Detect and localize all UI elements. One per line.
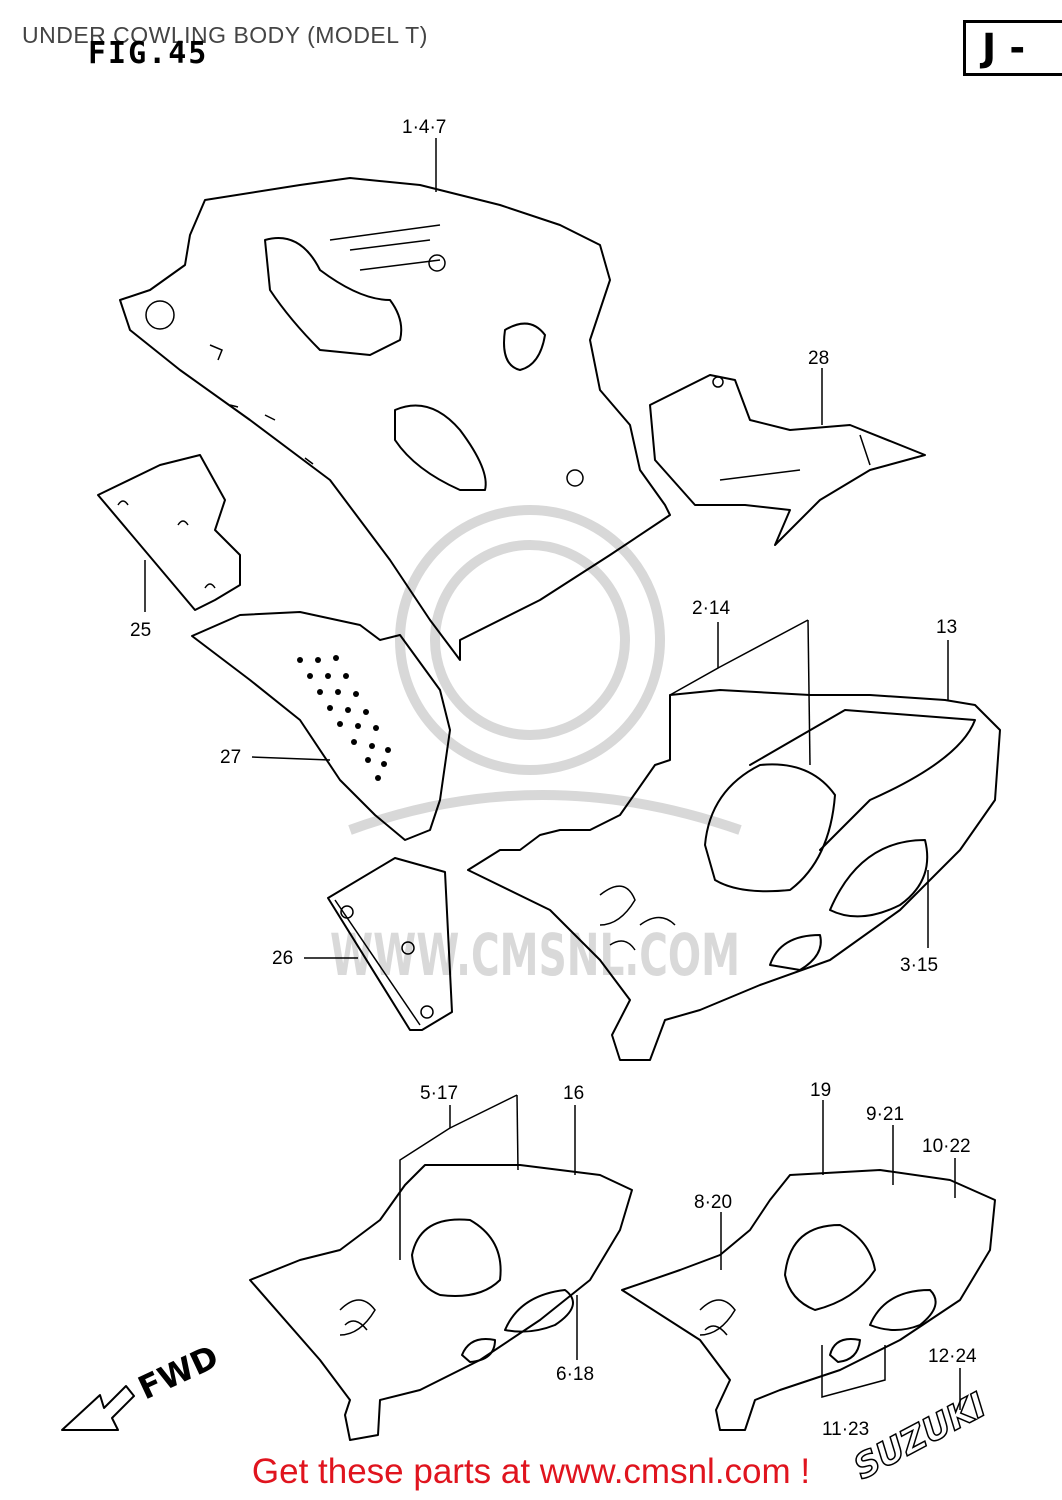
part-lower-cowl-left[interactable] [249, 1164, 633, 1441]
callout-25: 25 [130, 620, 151, 641]
callout-12-24: 12·24 [928, 1346, 977, 1367]
fwd-arrow: FWD [61, 1337, 224, 1431]
callout-9-21: 9·21 [866, 1104, 904, 1125]
callout-19: 19 [810, 1080, 831, 1101]
callout-6-18: 6·18 [556, 1364, 594, 1385]
part-27-vented-panel[interactable] [191, 611, 451, 841]
callout-8-20: 8·20 [694, 1192, 732, 1213]
callout-3-15: 3·15 [900, 955, 938, 976]
part-lower-cowl-right[interactable] [621, 1169, 996, 1431]
fwd-label: FWD [132, 1337, 224, 1407]
callout-16: 16 [563, 1083, 584, 1104]
part-lower-cowl-main[interactable] [467, 689, 1001, 1061]
part-28-bracket[interactable] [649, 374, 926, 546]
figure-number: FIG.45 [88, 36, 209, 71]
part-side-cowl-upper[interactable] [119, 177, 671, 661]
watermark-text: WWW.CMSNL.COM [330, 921, 740, 989]
footer-link-text[interactable]: Get these parts at www.cmsnl.com ! [251, 1452, 811, 1491]
part-25-panel[interactable] [97, 454, 241, 611]
part-26-plate[interactable] [327, 857, 453, 1031]
callout-labels: 1·4·7 28 25 2·14 13 27 26 3·15 5·17 16 1… [130, 117, 977, 1440]
page-title: UNDER COWLING BODY (MODEL T) [22, 22, 428, 48]
callout-26: 26 [272, 948, 293, 969]
callout-1-4-7: 1·4·7 [402, 117, 446, 138]
section-code-box: J - [963, 20, 1062, 76]
callout-2-14: 2·14 [692, 598, 730, 619]
callout-11-23: 11·23 [822, 1419, 869, 1440]
callout-10-22: 10·22 [922, 1136, 971, 1157]
callout-27: 27 [220, 747, 241, 768]
callout-13: 13 [936, 617, 957, 638]
callout-28: 28 [808, 348, 829, 369]
leader-lines [144, 138, 961, 1410]
callout-5-17: 5·17 [420, 1083, 458, 1104]
watermark-logo: WWW.CMSNL.COM [330, 505, 742, 989]
